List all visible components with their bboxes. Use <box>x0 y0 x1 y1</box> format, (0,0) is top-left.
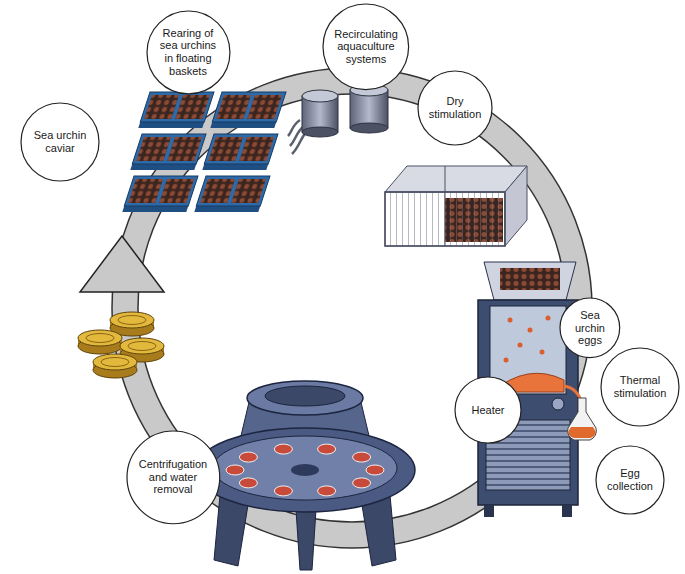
label-circle: Centrifugation and water removal <box>126 430 221 525</box>
cycle-arrowhead <box>80 236 164 292</box>
circle-label: Egg collection <box>603 467 657 492</box>
label-circle: Thermal stimulation <box>600 347 680 427</box>
circle-label: Recirculating aquaculture systems <box>331 28 401 66</box>
centrifuge <box>195 381 415 570</box>
circle-shape <box>455 377 521 443</box>
circle-text-wrap: Heater <box>467 404 509 417</box>
label-circle: Rearing of sea urchins in floating baske… <box>146 10 231 95</box>
circle-label: Sea urchin eggs <box>571 309 609 347</box>
label-circle: Sea urchin eggs <box>559 297 621 359</box>
circle-shape <box>418 71 492 145</box>
circle-label: Sea urchin caviar <box>31 129 89 154</box>
circle-shape <box>147 11 230 94</box>
cycle-ring <box>112 68 592 548</box>
label-circle: Heater <box>454 376 522 444</box>
circle-text-wrap: Sea urchin eggs <box>571 309 609 347</box>
label-circle: Sea urchin caviar <box>20 102 100 182</box>
label-circle: Egg collection <box>595 445 665 515</box>
circle-label: Rearing of sea urchins in floating baske… <box>159 27 217 78</box>
circle-shape <box>601 348 679 426</box>
circle-text-wrap: Rearing of sea urchins in floating baske… <box>159 27 217 78</box>
circle-text-wrap: Dry stimulation <box>425 95 485 120</box>
circle-text-wrap: Egg collection <box>603 467 657 492</box>
caviar-tins <box>78 312 164 378</box>
floating-baskets <box>122 92 286 212</box>
circle-label: Centrifugation and water removal <box>134 458 212 496</box>
circle-text-wrap: Centrifugation and water removal <box>134 458 212 496</box>
label-circle: Recirculating aquaculture systems <box>322 3 410 91</box>
dry-stimulation-cage <box>385 166 527 246</box>
label-circle: Dry stimulation <box>417 70 493 146</box>
circle-label: Thermal stimulation <box>610 374 670 399</box>
circle-shape <box>596 446 664 514</box>
circle-text-wrap: Recirculating aquaculture systems <box>331 28 401 66</box>
circle-text-wrap: Sea urchin caviar <box>31 129 89 154</box>
circle-shape <box>21 103 99 181</box>
circle-shape <box>560 298 620 358</box>
circle-label: Dry stimulation <box>425 95 485 120</box>
recirculating-tanks <box>288 84 388 154</box>
circle-shape <box>323 4 409 90</box>
circle-shape <box>127 431 220 524</box>
circle-text-wrap: Thermal stimulation <box>610 374 670 399</box>
circle-label: Heater <box>467 404 509 417</box>
